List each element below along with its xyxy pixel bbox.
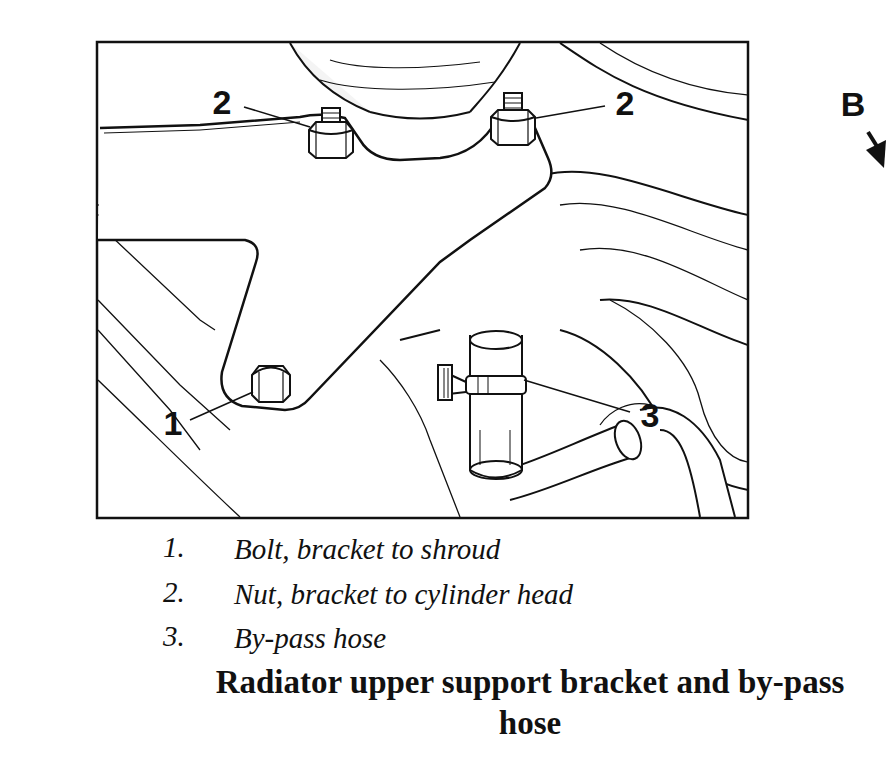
key-text: By-pass hose (234, 623, 386, 655)
key-text: Bolt, bracket to shroud (234, 534, 500, 566)
view-letter: B (841, 86, 866, 123)
key-number: 3. (163, 621, 185, 653)
nut (309, 108, 353, 158)
engine-parts (98, 43, 747, 517)
callout-number: 2 (213, 84, 232, 121)
key-text: Nut, bracket to cylinder head (234, 579, 573, 611)
callout-number: 2 (616, 85, 635, 122)
callout-number: 3 (641, 397, 660, 434)
bypass-hose (438, 331, 526, 479)
callout-number: 1 (164, 405, 183, 442)
figure-caption: Radiator upper support bracket and by-pa… (200, 662, 860, 745)
bolt (252, 366, 290, 402)
key-number: 1. (163, 532, 185, 564)
view-arrow (866, 132, 886, 168)
key-number: 2. (163, 577, 185, 609)
leader-lines (190, 106, 630, 420)
picture-frame (97, 42, 748, 518)
support-bracket (98, 115, 551, 410)
nut (491, 93, 535, 145)
